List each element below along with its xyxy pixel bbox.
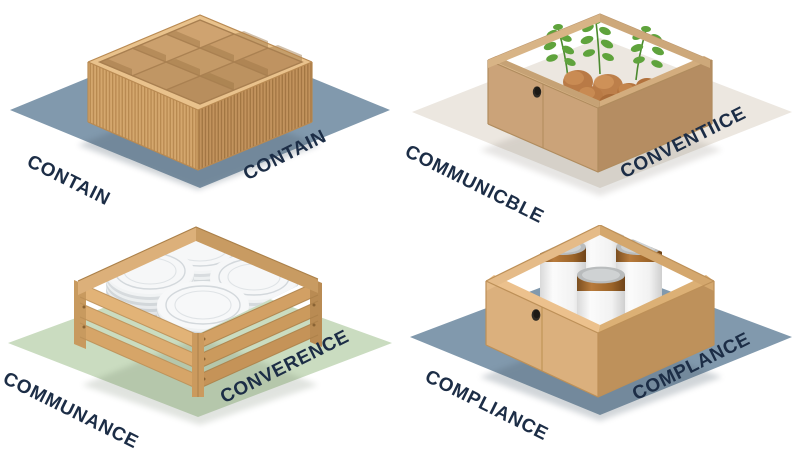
handle-hole-icon: [532, 86, 542, 98]
scene-slatted-crate-with-plates: [0, 225, 400, 450]
crate-right-wall: [197, 278, 322, 390]
corrugated-box: [87, 14, 313, 171]
wooden-crate: [74, 226, 322, 397]
scene-divided-corrugated-box: [0, 0, 400, 225]
divider-grid: [98, 19, 304, 105]
panel-bottom-left: COMMUNANCE CONVERENCE: [0, 225, 400, 450]
cardboard-carton: [485, 225, 715, 398]
handle-hole-icon: [531, 309, 541, 321]
panel-bottom-right: COMPLIANCE COMPLANCE: [400, 225, 800, 450]
panel-top-left: CONTAIN CONTAIN: [0, 0, 400, 225]
panel-top-right: COMMUNICBLE CONVENTIICE: [400, 0, 800, 225]
scene-produce-box-with-plants: [400, 0, 800, 225]
plant-leaves: [543, 17, 664, 68]
produce-box: [487, 13, 713, 173]
crate-left-wall: [74, 280, 199, 390]
scene-carton-with-cans: [400, 225, 800, 450]
